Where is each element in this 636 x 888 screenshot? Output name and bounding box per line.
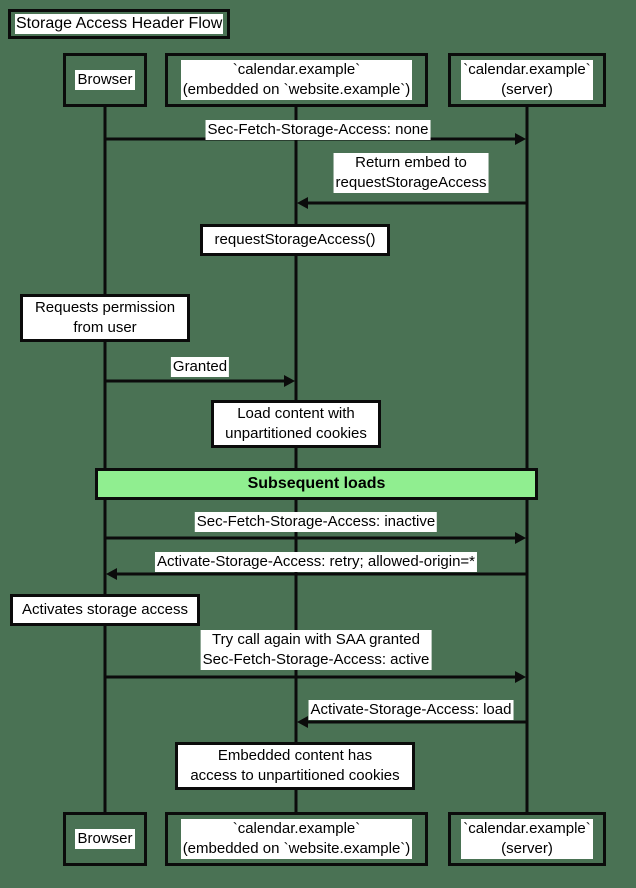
message-label-m7: Activate-Storage-Access: load	[308, 700, 514, 720]
note-n1: requestStorageAccess()	[200, 224, 390, 256]
arrow-head-m5	[106, 568, 117, 580]
participant-label: Browser	[75, 829, 135, 849]
note-n2: Requests permission from user	[20, 294, 190, 342]
arrow-head-m7	[297, 716, 308, 728]
participant-top-embed[interactable]: `calendar.example` (embedded on `website…	[165, 53, 428, 107]
diagram-title: Storage Access Header Flow	[15, 14, 224, 34]
arrow-head-m4	[515, 532, 526, 544]
arrow-head-m6	[515, 671, 526, 683]
participant-top-browser[interactable]: Browser	[63, 53, 147, 107]
diagram-title-box: Storage Access Header Flow	[8, 9, 231, 39]
message-label-m3: Granted	[170, 357, 230, 377]
message-label-m1: Sec-Fetch-Storage-Access: none	[205, 120, 431, 140]
message-label-m2: Return embed to requestStorageAccess	[333, 153, 489, 193]
message-label-m4: Sec-Fetch-Storage-Access: inactive	[194, 512, 438, 532]
arrow-head-m3	[284, 375, 295, 387]
participant-label: `calendar.example` (server)	[461, 819, 593, 859]
participant-label: Browser	[75, 70, 135, 90]
note-n5: Embedded content has access to unpartiti…	[175, 742, 415, 790]
participant-top-server[interactable]: `calendar.example` (server)	[448, 53, 606, 107]
message-label-m5: Activate-Storage-Access: retry; allowed-…	[154, 552, 478, 572]
participant-label: `calendar.example` (server)	[461, 60, 593, 100]
participant-bottom-server[interactable]: `calendar.example` (server)	[448, 812, 606, 866]
participant-label: `calendar.example` (embedded on `website…	[180, 60, 413, 100]
message-label-m6: Try call again with SAA granted Sec-Fetc…	[200, 630, 432, 670]
participant-label: `calendar.example` (embedded on `website…	[180, 819, 413, 859]
arrow-head-m2	[297, 197, 308, 209]
note-n3: Load content with unpartitioned cookies	[211, 400, 381, 448]
note-n4: Activates storage access	[10, 594, 200, 626]
participant-bottom-browser[interactable]: Browser	[63, 812, 147, 866]
divider-d1: Subsequent loads	[95, 468, 538, 500]
arrow-head-m1	[515, 133, 526, 145]
message-arrows-group	[105, 133, 527, 728]
participant-bottom-embed[interactable]: `calendar.example` (embedded on `website…	[165, 812, 428, 866]
